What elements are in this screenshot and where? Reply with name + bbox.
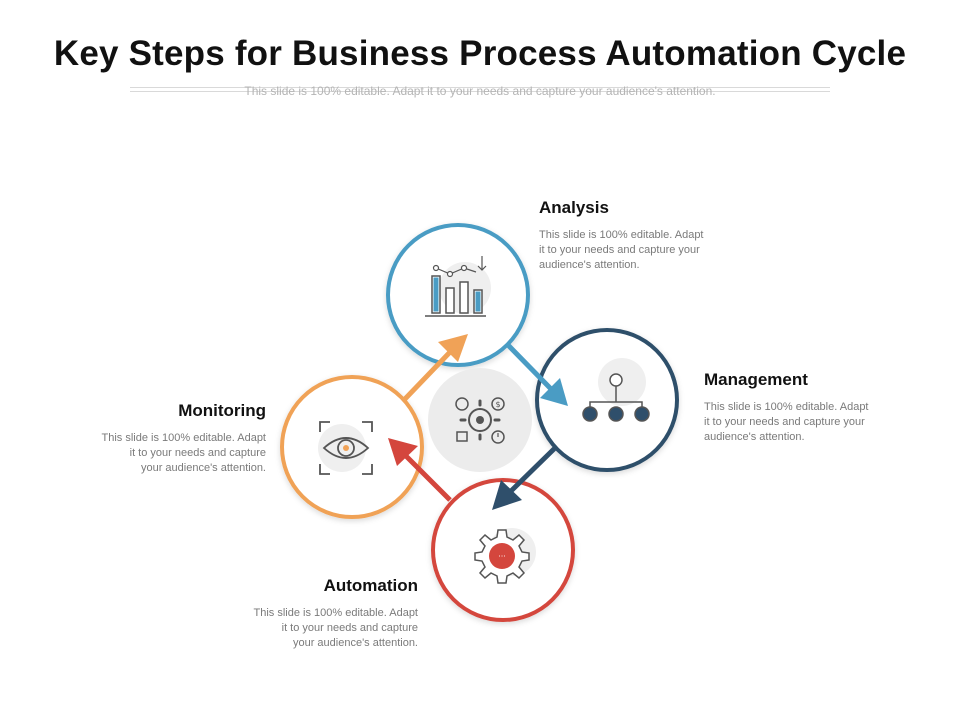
desc-line: it to your needs and capture your (704, 416, 865, 428)
stage-management-desc: This slide is 100% editable. Adapt it to… (704, 400, 924, 445)
page-title: Key Steps for Business Process Automatio… (53, 34, 907, 73)
subtitle-block: This slide is 100% editable. Adapt it to… (130, 84, 830, 98)
stage-automation-text: Automation This slide is 100% editable. … (210, 576, 419, 651)
desc-line: audience's attention. (539, 259, 640, 271)
subtitle-rule-top (130, 87, 830, 88)
desc-line: it to your needs and capture your (539, 244, 700, 256)
stage-monitoring-title: Monitoring (178, 401, 266, 420)
desc-line: it to your needs and capture (281, 622, 418, 634)
page-subtitle: This slide is 100% editable. Adapt it to… (244, 84, 716, 98)
stage-management-title: Management (704, 370, 808, 389)
stage-analysis-text: Analysis This slide is 100% editable. Ad… (539, 198, 749, 273)
desc-line: This slide is 100% editable. Adapt (101, 432, 267, 444)
arrow-management-to-automation (492, 446, 557, 510)
stage-analysis-desc: This slide is 100% editable. Adapt it to… (539, 228, 749, 273)
org-chart-icon (582, 358, 650, 422)
arrow-monitoring-to-analysis (402, 334, 468, 402)
svg-text:···: ··· (498, 552, 506, 561)
arrow-automation-to-monitoring (388, 438, 452, 502)
gear-icon: ··· (474, 528, 536, 584)
desc-line: it to your needs and capture (129, 447, 266, 459)
svg-text:$: $ (495, 400, 500, 409)
stage-monitoring-text: Monitoring This slide is 100% editable. … (60, 401, 267, 476)
subtitle-rule-bottom (130, 91, 830, 92)
desc-line: audience's attention. (704, 431, 805, 443)
center-process-icon: $ (428, 368, 532, 472)
arrow-analysis-to-management (506, 343, 568, 406)
stage-automation-title: Automation (323, 576, 418, 595)
bar-chart-icon (425, 256, 491, 317)
stage-monitoring-desc: This slide is 100% editable. Adapt it to… (60, 431, 267, 476)
desc-line: your audience's attention. (292, 637, 418, 649)
eye-scan-icon (318, 421, 373, 475)
desc-line: This slide is 100% editable. Adapt (253, 607, 419, 619)
stage-automation-desc: This slide is 100% editable. Adapt it to… (210, 606, 419, 651)
stage-management-text: Management This slide is 100% editable. … (704, 370, 924, 445)
desc-line: This slide is 100% editable. Adapt (704, 401, 869, 413)
desc-line: This slide is 100% editable. Adapt (539, 229, 704, 241)
stage-analysis-title: Analysis (539, 198, 609, 217)
desc-line: your audience's attention. (140, 462, 266, 474)
